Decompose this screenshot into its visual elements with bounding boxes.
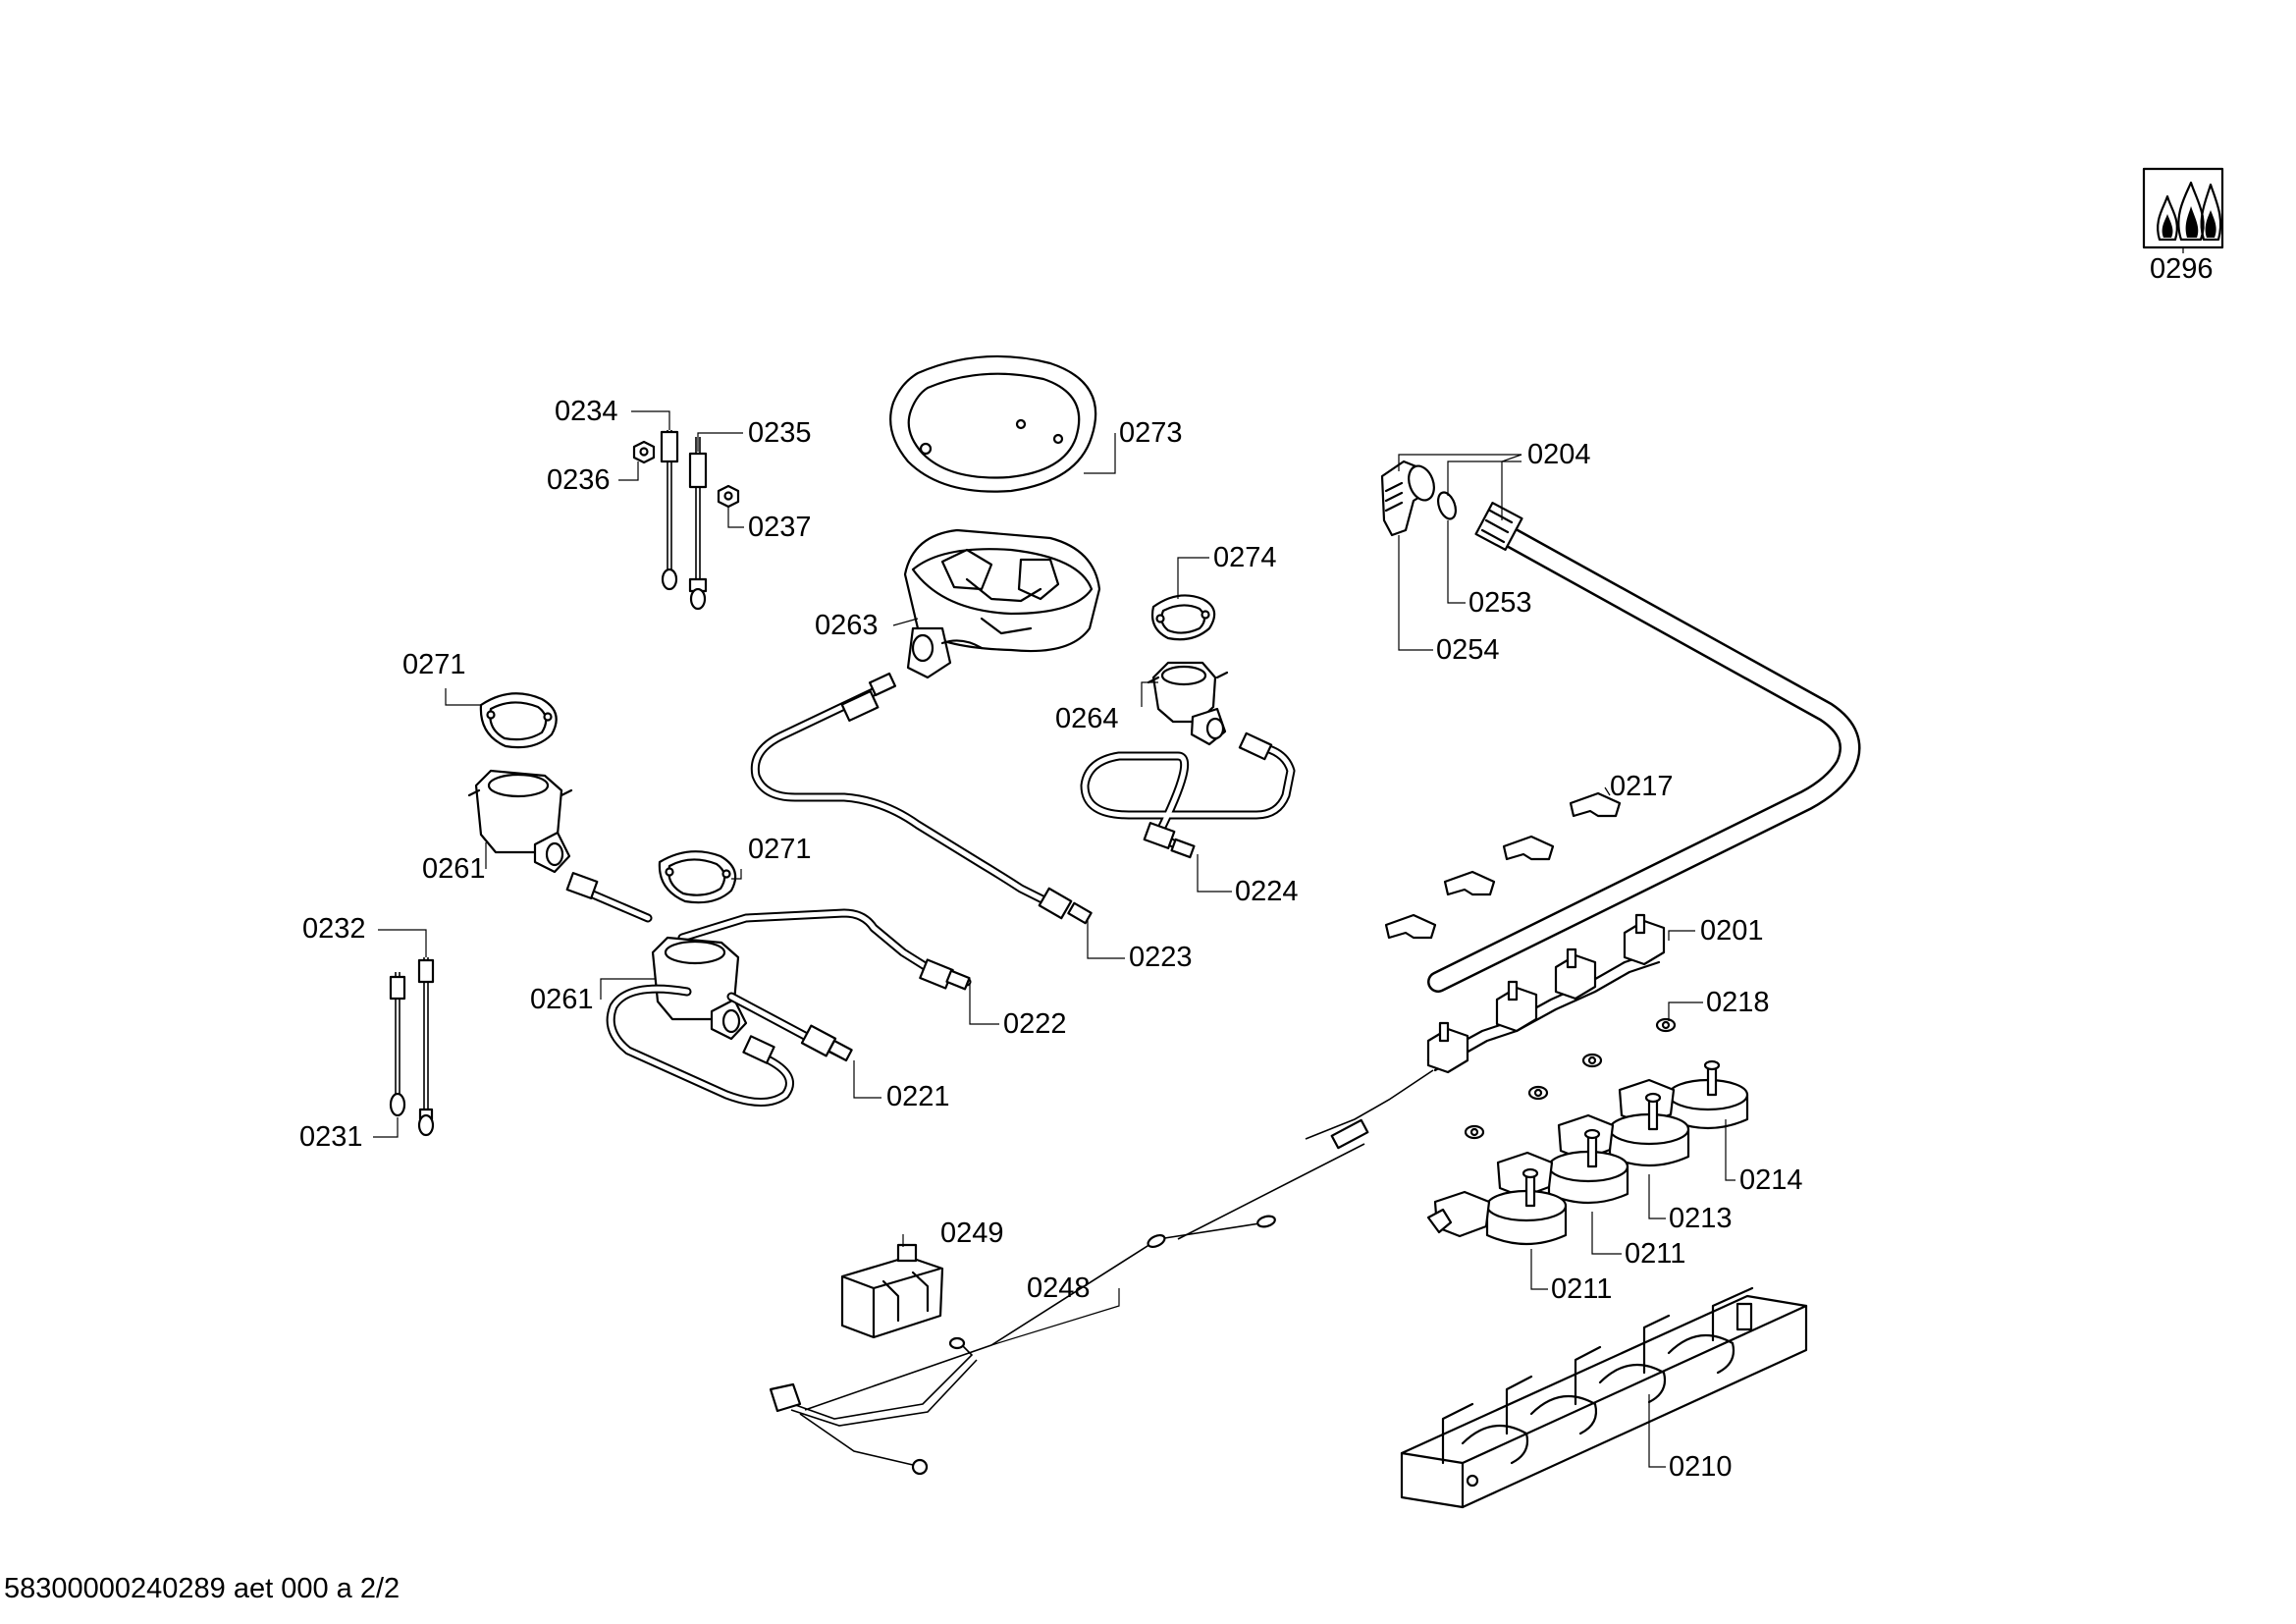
label-0264: 0264 — [1055, 703, 1119, 734]
label-0236: 0236 — [547, 464, 611, 496]
label-0201: 0201 — [1700, 915, 1764, 947]
label-0249: 0249 — [940, 1218, 1004, 1249]
part-labels: 0296 0234 0235 0236 0237 0273 0204 0274 … — [299, 253, 2214, 1483]
label-0221: 0221 — [886, 1081, 950, 1112]
ignition-module-0249 — [840, 1243, 944, 1339]
label-0213: 0213 — [1669, 1203, 1733, 1234]
small-gasket-0271-lower — [658, 850, 737, 904]
label-0231: 0231 — [299, 1121, 363, 1153]
valve-bracket-0210 — [1400, 1286, 1808, 1509]
label-0263: 0263 — [815, 610, 879, 641]
label-0232: 0232 — [302, 913, 366, 945]
label-0218: 0218 — [1706, 987, 1770, 1018]
thermocouple-0232 — [417, 957, 435, 1137]
label-0214: 0214 — [1739, 1164, 1803, 1196]
label-0271-upper: 0271 — [402, 649, 466, 680]
label-0271-lower: 0271 — [748, 834, 812, 865]
burner-gasket-ring — [889, 354, 1097, 493]
label-0274: 0274 — [1213, 542, 1277, 573]
wire-sleeve — [1330, 1118, 1369, 1150]
ignition-bracket-0201 — [1426, 913, 1666, 1074]
label-0234: 0234 — [555, 396, 618, 427]
label-0254: 0254 — [1436, 634, 1500, 666]
gas-supply-pipe — [1427, 502, 1861, 993]
label-0211-b: 0211 — [1551, 1273, 1612, 1305]
gas-flame-symbol — [2142, 167, 2224, 249]
clip-0217 — [1384, 791, 1622, 940]
ignition-wire — [1305, 1069, 1434, 1140]
label-0224: 0224 — [1235, 876, 1299, 907]
elbow-fitting — [1380, 460, 1435, 537]
label-0253: 0253 — [1468, 587, 1532, 619]
label-0237: 0237 — [748, 512, 812, 543]
label-0248: 0248 — [1027, 1272, 1091, 1304]
gas-tube-0224 — [1080, 731, 1296, 859]
label-0204: 0204 — [1527, 439, 1591, 470]
gas-valves-assembly — [1426, 1059, 1749, 1246]
document-code: 58300000240289 aet 000 a 2/2 — [4, 1573, 400, 1604]
thermocouple-0231 — [389, 972, 406, 1117]
label-0222: 0222 — [1003, 1008, 1067, 1040]
thermocouple-0234 — [660, 430, 679, 591]
gas-tube-0223 — [750, 672, 1093, 925]
label-0217: 0217 — [1610, 771, 1674, 802]
label-0261-lower: 0261 — [530, 984, 594, 1015]
small-gasket-0274 — [1150, 594, 1216, 641]
label-0210: 0210 — [1669, 1451, 1733, 1483]
label-0235: 0235 — [748, 417, 812, 449]
gas-tube-0222 — [565, 871, 972, 991]
nut-0237 — [717, 484, 740, 509]
o-ring — [1436, 491, 1458, 520]
label-0296: 0296 — [2150, 253, 2214, 285]
label-0261-upper: 0261 — [422, 853, 486, 885]
leader-lines — [373, 248, 2184, 1468]
small-gasket-0271-upper — [479, 692, 558, 749]
label-0211-a: 0211 — [1625, 1238, 1685, 1270]
burner-nozzle-holder-0261-lower — [651, 936, 748, 1041]
nut-0236 — [632, 440, 656, 464]
wok-burner-housing — [903, 528, 1101, 679]
label-0223: 0223 — [1129, 942, 1193, 973]
burner-nozzle-holder-0261-upper — [467, 769, 573, 874]
thermocouple-0235 — [688, 437, 708, 611]
burner-nozzle-holder-0264 — [1147, 661, 1229, 746]
label-0273: 0273 — [1119, 417, 1183, 449]
gas-tube-0221 — [606, 984, 853, 1107]
nuts-0218 — [1464, 1017, 1677, 1140]
